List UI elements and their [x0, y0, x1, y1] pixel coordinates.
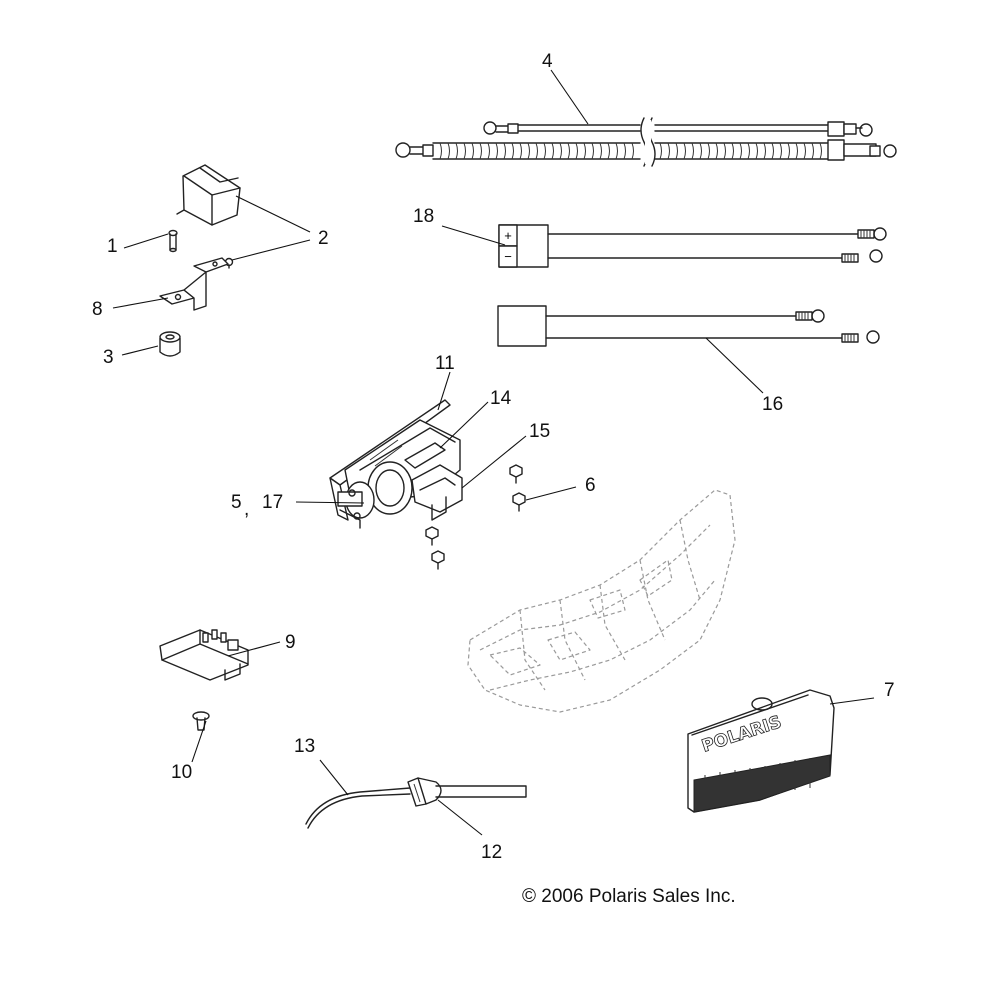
leader-18 [441, 225, 506, 246]
leader-10 [191, 720, 207, 763]
callout-7: 7 [884, 680, 895, 701]
leader-16 [705, 337, 764, 394]
bolt-6b [512, 492, 526, 512]
callout-18: 18 [413, 206, 435, 227]
cable-coil [439, 142, 822, 160]
bolt-6a [509, 464, 523, 484]
leader-1 [123, 233, 169, 249]
battery-terminal-harness [498, 224, 887, 268]
callout-2: 2 [318, 228, 329, 249]
callout-12: 12 [481, 842, 503, 863]
leader-11 [437, 371, 451, 411]
leader-8 [112, 297, 169, 309]
leader-3 [121, 345, 159, 356]
leader-12 [437, 799, 483, 836]
battery-cable-assembly [395, 117, 897, 167]
leader-2a [235, 195, 311, 233]
callout-4: 4 [542, 51, 553, 72]
callout-5-separator: , [244, 499, 250, 520]
bolt-1 [168, 229, 178, 253]
bolt-6c [425, 526, 439, 546]
callout-17: 17 [262, 492, 284, 513]
leader-2b [231, 239, 311, 261]
copyright-notice: © 2006 Polaris Sales Inc. [522, 886, 736, 907]
callout-8: 8 [92, 299, 103, 320]
front-bumper-outline [467, 489, 736, 713]
relay-cube [176, 164, 241, 226]
callout-10: 10 [171, 762, 193, 783]
leader-15 [461, 435, 527, 489]
callout-11: 11 [435, 353, 455, 374]
leader-9 [227, 641, 281, 657]
leader-14 [439, 401, 489, 449]
bolt-6d [431, 550, 445, 570]
callout-9: 9 [285, 632, 296, 653]
leader-6 [525, 486, 577, 501]
plus-symbol: + [504, 228, 512, 243]
callout-14: 14 [490, 388, 512, 409]
minus-symbol: − [504, 249, 512, 264]
callout-6: 6 [585, 475, 596, 496]
accessory-harness [497, 305, 880, 347]
callout-15: 15 [529, 421, 551, 442]
callout-16: 16 [762, 394, 784, 415]
leader-17 [295, 501, 365, 504]
mount-bracket [159, 257, 229, 311]
leader-7 [829, 697, 875, 705]
push-rivet [192, 711, 210, 731]
leader-lines [112, 69, 875, 836]
callout-1: 1 [107, 236, 118, 257]
winch-assembly [329, 399, 463, 529]
rocker-switch [159, 629, 249, 681]
callout-3: 3 [103, 347, 114, 368]
winch-bolts [425, 464, 526, 570]
callout-5: 5 [231, 492, 242, 513]
spacer [159, 331, 181, 357]
cable-and-clamp [305, 777, 527, 829]
leader-4 [550, 69, 589, 125]
license-plate-bracket [687, 689, 835, 813]
leader-13 [319, 759, 349, 796]
callout-13: 13 [294, 736, 316, 757]
